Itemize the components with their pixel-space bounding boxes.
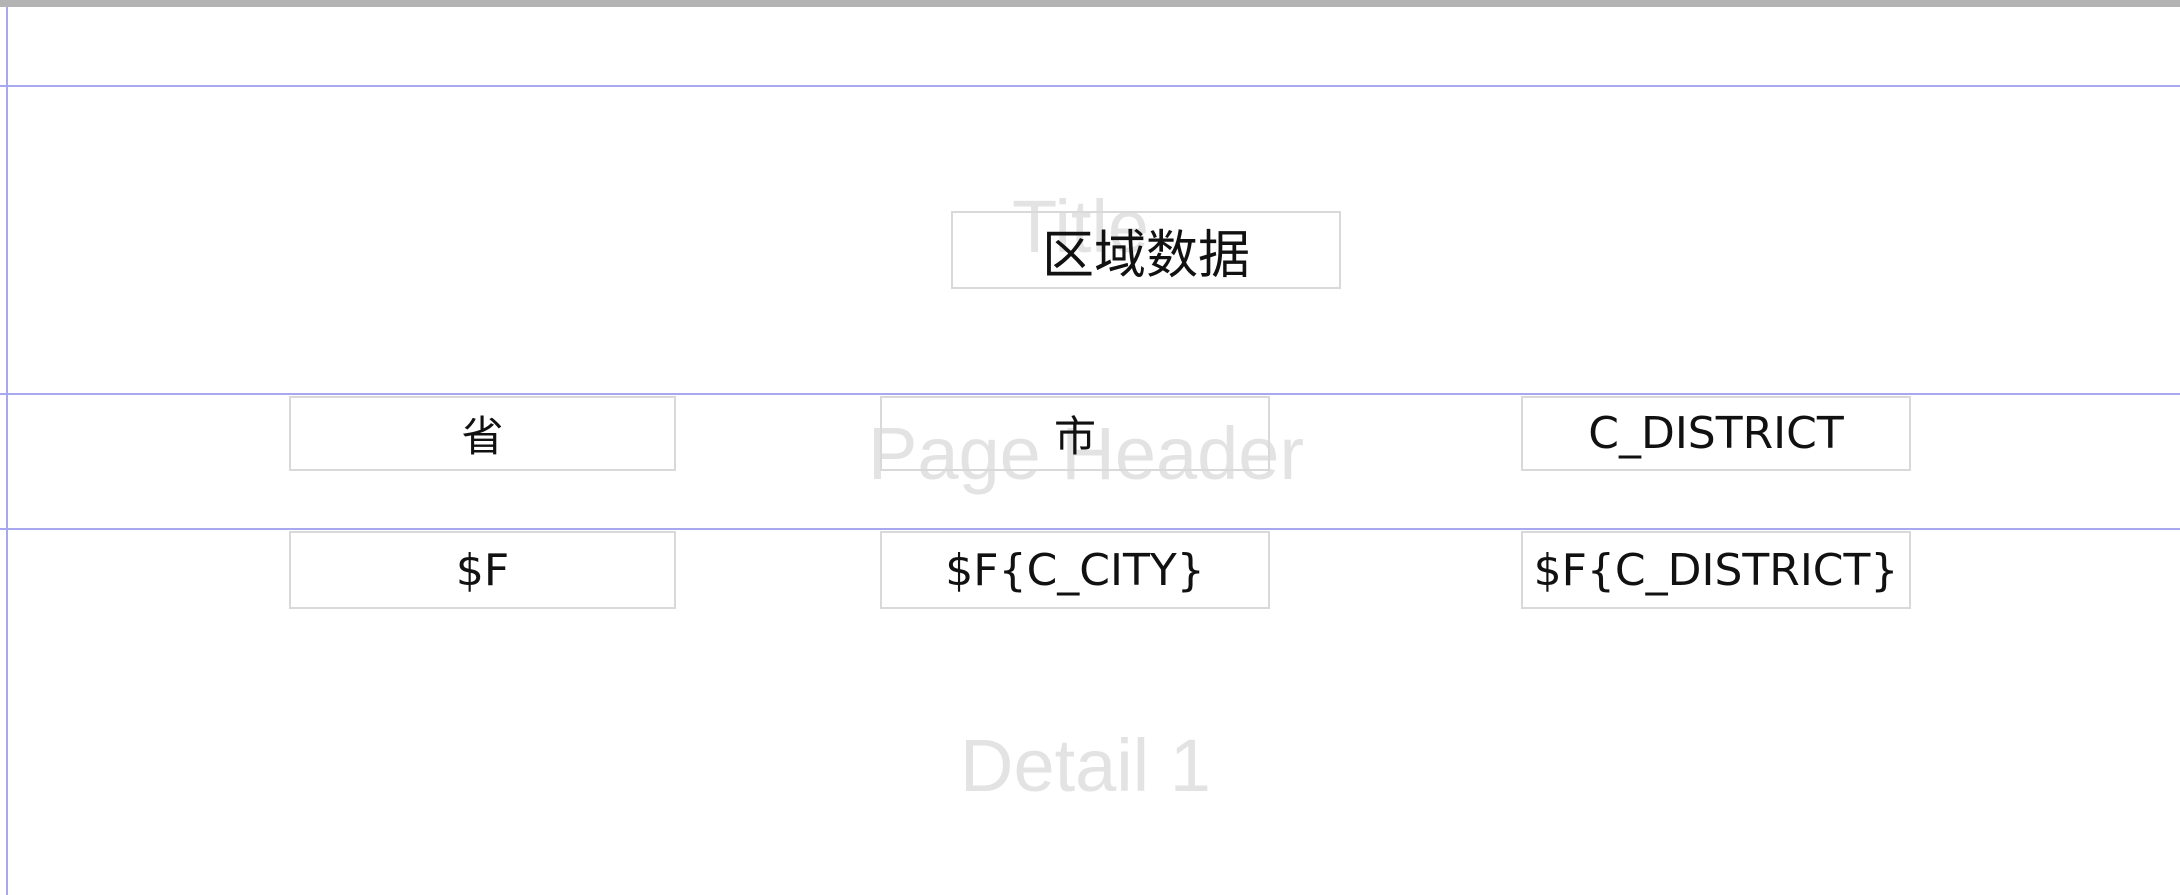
left-margin-guide bbox=[6, 7, 8, 895]
band-separator-title[interactable] bbox=[0, 393, 2180, 395]
band-label-title: Title bbox=[1012, 185, 1150, 268]
title-text-field[interactable]: 区域数据 bbox=[951, 211, 1341, 289]
band-label-detail: Detail 1 bbox=[960, 724, 1211, 807]
header-field-province[interactable]: 省 bbox=[289, 396, 676, 471]
header-field-city[interactable]: 市 bbox=[880, 396, 1270, 471]
detail-field-province[interactable]: $F bbox=[289, 531, 676, 609]
header-field-district[interactable]: C_DISTRICT bbox=[1521, 396, 1911, 471]
band-separator-top-margin[interactable] bbox=[0, 85, 2180, 87]
canvas-top-edge bbox=[0, 0, 2180, 7]
band-separator-page-header[interactable] bbox=[0, 528, 2180, 530]
detail-field-district[interactable]: $F{C_DISTRICT} bbox=[1521, 531, 1911, 609]
band-label-page-header: Page Header bbox=[868, 412, 1305, 495]
detail-field-city[interactable]: $F{C_CITY} bbox=[880, 531, 1270, 609]
